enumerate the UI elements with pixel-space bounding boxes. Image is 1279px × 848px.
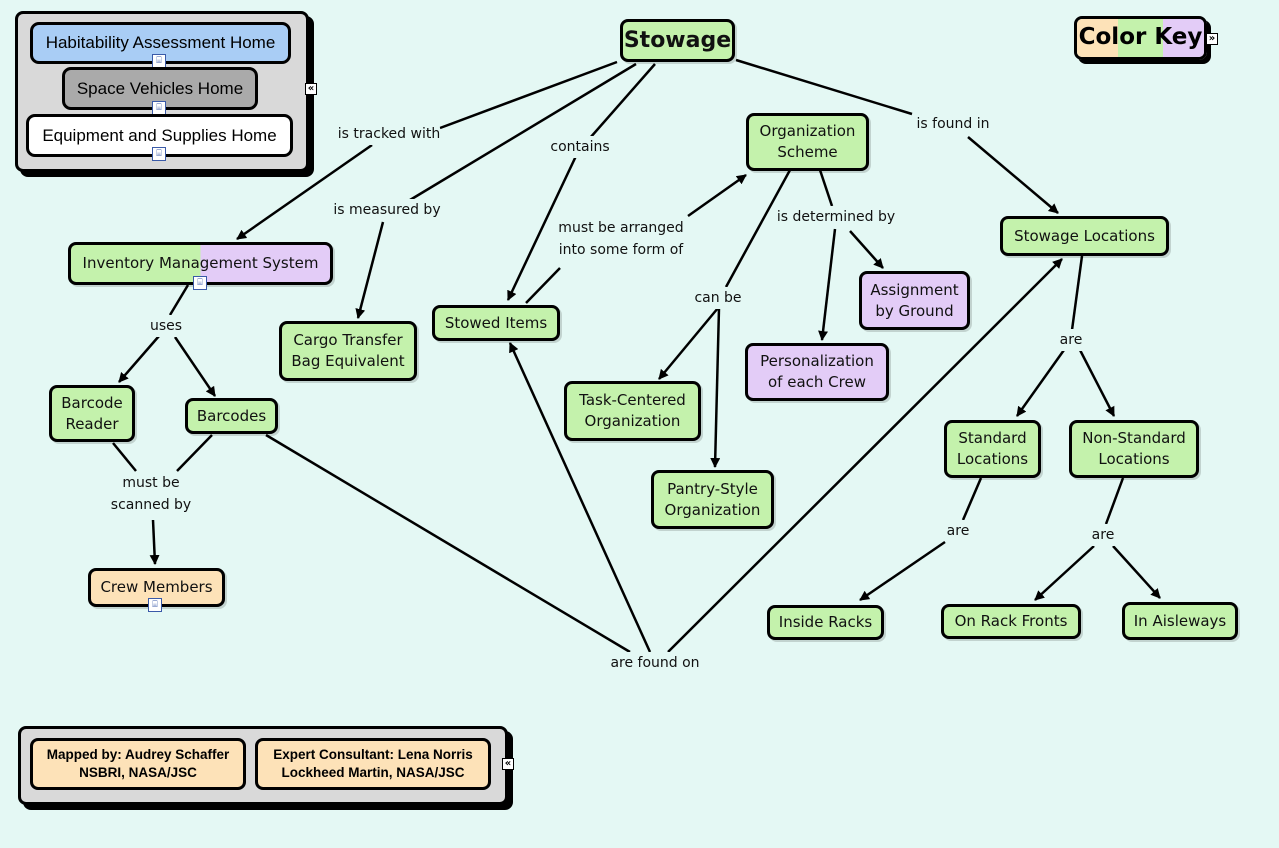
- mapped-by-credit: Mapped by: Audrey Schaffer NSBRI, NASA/J…: [30, 738, 246, 790]
- link-label: are found on: [610, 652, 700, 674]
- link-line: [1070, 255, 1084, 331]
- link-line: [1104, 477, 1125, 525]
- credit-text: Mapped by: Audrey Schaffer NSBRI, NASA/J…: [46, 747, 230, 780]
- submap-icon[interactable]: ⌸: [148, 598, 162, 612]
- submap-icon[interactable]: ⌸: [152, 54, 166, 68]
- submap-icon[interactable]: ⌸: [193, 276, 207, 290]
- link-line: [849, 230, 884, 269]
- concept-barcode-reader[interactable]: Barcode Reader: [49, 385, 135, 442]
- link-label: are: [1091, 524, 1115, 546]
- link-line: [355, 221, 385, 319]
- link-line: [1112, 545, 1161, 599]
- color-swatch-green: [1117, 19, 1164, 57]
- collapse-icon[interactable]: «: [305, 83, 317, 95]
- link-line: [173, 336, 217, 397]
- nav-label: Equipment and Supplies Home: [42, 125, 277, 145]
- link-line: [658, 307, 719, 380]
- link-label: must be scanned by: [110, 472, 192, 516]
- link-line: [859, 540, 946, 602]
- credit-text: Expert Consultant: Lena Norris Lockheed …: [273, 747, 473, 780]
- color-swatch-purple: [1163, 19, 1204, 57]
- concept-assignment-by-ground[interactable]: Assignment by Ground: [859, 271, 970, 330]
- link-line: [112, 442, 137, 472]
- link-line: [818, 169, 834, 207]
- link-line: [724, 169, 792, 288]
- link-line: [667, 258, 1063, 653]
- concept-organization-scheme[interactable]: Organization Scheme: [746, 113, 869, 171]
- concept-inside-racks[interactable]: Inside Racks: [767, 605, 884, 640]
- concept-personalization-of-each-crew[interactable]: Personalization of each Crew: [745, 343, 889, 401]
- link-label: are: [1059, 329, 1083, 351]
- link-label: are: [946, 520, 970, 542]
- concept-pantry-style-organization[interactable]: Pantry-Style Organization: [651, 470, 774, 529]
- link-line: [818, 228, 837, 341]
- link-line: [687, 173, 747, 218]
- link-line: [118, 335, 160, 383]
- color-key-label: Color Key: [1078, 24, 1203, 50]
- concept-stowed-items[interactable]: Stowed Items: [432, 305, 560, 341]
- concept-non-standard-locations[interactable]: Non-Standard Locations: [1069, 420, 1199, 478]
- link-label: is found in: [916, 113, 990, 135]
- link-line: [1078, 349, 1116, 417]
- concept-on-rack-fronts[interactable]: On Rack Fronts: [941, 604, 1081, 639]
- submap-icon[interactable]: ⌸: [152, 101, 166, 115]
- link-line: [508, 342, 652, 653]
- concept-label: Inventory Management System: [82, 254, 319, 272]
- link-line: [1034, 545, 1095, 601]
- link-label: contains: [550, 136, 610, 158]
- nav-label: Space Vehicles Home: [76, 78, 244, 98]
- link-label: must be arranged into some form of: [558, 217, 684, 261]
- concept-in-aisleways[interactable]: In Aisleways: [1122, 602, 1238, 640]
- color-key[interactable]: Color Key: [1074, 16, 1207, 60]
- concept-barcodes[interactable]: Barcodes: [185, 398, 278, 434]
- expert-consultant-credit: Expert Consultant: Lena Norris Lockheed …: [255, 738, 491, 790]
- link-line: [265, 433, 631, 654]
- link-line: [967, 136, 1059, 214]
- expand-icon[interactable]: »: [1206, 33, 1218, 45]
- collapse-icon[interactable]: «: [502, 758, 514, 770]
- concept-task-centered-organization[interactable]: Task-Centered Organization: [564, 381, 701, 441]
- link-line: [149, 519, 160, 565]
- nav-label: Habitability Assessment Home: [45, 33, 276, 52]
- link-label: is tracked with: [337, 123, 441, 145]
- link-line: [961, 477, 983, 521]
- concept-cargo-transfer-bag[interactable]: Cargo Transfer Bag Equivalent: [279, 321, 417, 381]
- link-line: [176, 434, 213, 472]
- link-label: is measured by: [333, 199, 441, 221]
- submap-icon[interactable]: ⌸: [152, 147, 166, 161]
- link-line: [1015, 349, 1066, 417]
- link-line: [409, 62, 637, 202]
- link-line: [735, 58, 913, 116]
- concept-stowage[interactable]: Stowage: [620, 19, 735, 62]
- link-line: [236, 143, 373, 241]
- link-line: [525, 267, 561, 304]
- concept-stowage-locations[interactable]: Stowage Locations: [1000, 216, 1169, 256]
- link-line: [506, 155, 578, 301]
- link-line: [589, 63, 656, 139]
- color-swatch-orange: [1077, 19, 1118, 57]
- link-line: [710, 307, 721, 468]
- link-line: [168, 284, 190, 316]
- link-line: [439, 60, 618, 130]
- link-label: can be: [694, 287, 742, 309]
- link-label: is determined by: [776, 206, 896, 228]
- concept-standard-locations[interactable]: Standard Locations: [944, 420, 1041, 478]
- link-label: uses: [149, 315, 183, 337]
